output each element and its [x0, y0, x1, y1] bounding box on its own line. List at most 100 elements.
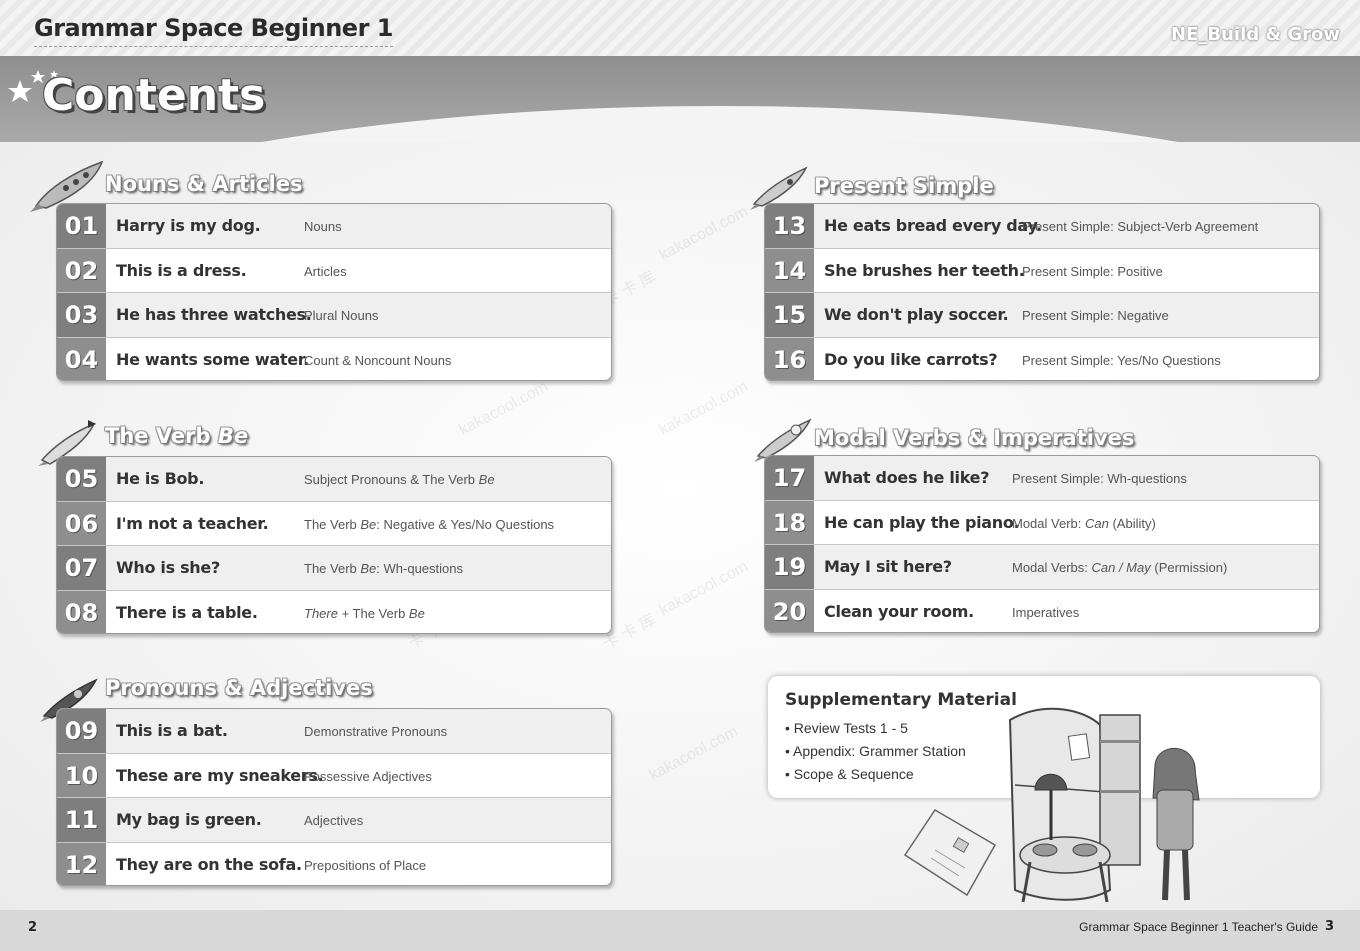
header-band: [0, 56, 1360, 142]
lesson-title: He wants some water.: [116, 349, 309, 369]
topic-emphasis: Be: [360, 516, 377, 532]
lesson-topic: Prepositions of Place: [304, 857, 427, 873]
lesson-number: 19: [765, 545, 814, 589]
lesson-topic: There + The Verb Be: [304, 591, 425, 634]
section-title-verb-be: The Verb Be: [105, 424, 248, 448]
table-icon: [1019, 836, 1111, 903]
lesson-row[interactable]: 02 This is a dress. Articles: [57, 248, 611, 293]
lesson-row[interactable]: 14 She brushes her teeth. Present Simple…: [765, 248, 1319, 293]
lesson-number: 08: [57, 590, 106, 633]
footer-guide-title: Grammar Space Beginner 1 Teacher's Guide: [1079, 920, 1318, 934]
lesson-row[interactable]: 08 There is a table. There + The Verb Be: [57, 590, 611, 634]
lesson-number: 12: [57, 842, 106, 885]
lesson-row[interactable]: 09 This is a bat. Demonstrative Pronouns: [57, 709, 611, 754]
lesson-title: Clean your room.: [824, 601, 974, 621]
topic-text: The Verb: [304, 561, 361, 576]
lesson-topic: Imperatives: [1012, 604, 1080, 620]
stars-icon: [8, 70, 58, 102]
lesson-topic: Count & Noncount Nouns: [304, 352, 452, 368]
rocket-icon: [30, 160, 104, 212]
lesson-topic: Present Simple: Subject-Verb Agreement: [1022, 219, 1259, 234]
section-title-pronouns-adjectives: Pronouns & Adjectives: [105, 676, 373, 700]
lesson-row[interactable]: 05 He is Bob. Subject Pronouns & The Ver…: [57, 457, 611, 502]
lesson-number: 20: [765, 589, 814, 632]
section-title-present-simple: Present Simple: [814, 174, 994, 198]
supplementary-item: • Scope & Sequence: [785, 766, 914, 782]
lesson-row[interactable]: 07 Who is she? The Verb Be: Wh-questions: [57, 546, 611, 591]
page-title: Contents: [42, 70, 266, 121]
lesson-title: He eats bread every day.: [824, 216, 1042, 235]
lesson-number: 03: [57, 293, 106, 337]
envelope-icon: [903, 808, 997, 897]
lesson-topic: The Verb Be: Negative & Yes/No Questions: [304, 502, 554, 548]
lesson-number: 17: [765, 456, 814, 500]
lesson-number: 18: [765, 500, 814, 544]
lesson-row[interactable]: 03 He has three watches. Plural Nouns: [57, 293, 611, 338]
lesson-row[interactable]: 13 He eats bread every day. Present Simp…: [765, 204, 1319, 249]
lesson-topic: Nouns: [304, 219, 342, 234]
lesson-row[interactable]: 01 Harry is my dog. Nouns: [57, 204, 611, 249]
lesson-title: She brushes her teeth.: [824, 260, 1025, 280]
lesson-number: 01: [57, 204, 106, 248]
lesson-topic: Present Simple: Yes/No Questions: [1022, 352, 1221, 368]
lesson-row[interactable]: 20 Clean your room. Imperatives: [765, 589, 1319, 632]
supplementary-title: Supplementary Material: [785, 690, 1017, 710]
lesson-list-verb-be: 05 He is Bob. Subject Pronouns & The Ver…: [56, 456, 612, 634]
lesson-topic: Present Simple: Wh-questions: [1012, 471, 1187, 486]
lesson-title: My bag is green.: [116, 810, 262, 829]
section-title-nouns-articles: Nouns & Articles: [105, 172, 303, 196]
lesson-row[interactable]: 11 My bag is green. Adjectives: [57, 798, 611, 843]
rocket-icon: [750, 166, 808, 210]
lesson-title: He can play the piano.: [824, 512, 1020, 532]
girl-icon: [1152, 747, 1200, 901]
book-title: Grammar Space Beginner 1: [34, 14, 393, 47]
lesson-title: These are my sneakers.: [116, 765, 324, 785]
lamp-icon: [1034, 773, 1068, 840]
lesson-row[interactable]: 06 I'm not a teacher. The Verb Be: Negat…: [57, 501, 611, 548]
lesson-title: They are on the sofa.: [116, 854, 302, 874]
lesson-title: Do you like carrots?: [824, 349, 998, 369]
topic-emphasis: There: [304, 605, 338, 621]
kitchen-illustration: [903, 707, 1200, 903]
lesson-topic: Possessive Adjectives: [304, 768, 432, 784]
lesson-topic: Present Simple: Positive: [1022, 263, 1163, 279]
topic-text: (Permission): [1150, 560, 1228, 575]
section-title-modal-verbs-imperatives: Modal Verbs & Imperatives: [814, 426, 1135, 450]
lesson-title: I'm not a teacher.: [116, 513, 269, 533]
topic-text: : Negative & Yes/No Questions: [376, 516, 555, 532]
rocket-icon: [754, 418, 812, 462]
lesson-number: 09: [57, 709, 106, 753]
lesson-row[interactable]: 19 May I sit here? Modal Verbs: Can / Ma…: [765, 545, 1319, 590]
topic-text: Subject Pronouns & The Verb: [304, 472, 479, 487]
lesson-topic: Articles: [304, 263, 347, 279]
lesson-number: 14: [765, 248, 814, 292]
lesson-row[interactable]: 16 Do you like carrots? Present Simple: …: [765, 337, 1319, 380]
topic-emphasis: Be: [408, 605, 425, 621]
lesson-row[interactable]: 18 He can play the piano. Modal Verb: Ca…: [765, 500, 1319, 547]
lesson-number: 10: [57, 753, 106, 797]
topic-text: (Ability): [1108, 515, 1156, 531]
lesson-title: There is a table.: [116, 602, 258, 622]
topic-text: The Verb: [304, 516, 361, 532]
lesson-row[interactable]: 17 What does he like? Present Simple: Wh…: [765, 456, 1319, 501]
lesson-list-modal-verbs: 17 What does he like? Present Simple: Wh…: [764, 455, 1320, 633]
topic-text: + The Verb: [337, 605, 409, 621]
lesson-row[interactable]: 04 He wants some water. Count & Noncount…: [57, 337, 611, 380]
lesson-title: He is Bob.: [116, 469, 205, 488]
lesson-topic: Demonstrative Pronouns: [304, 724, 448, 739]
topic-text: Modal Verb:: [1012, 515, 1085, 531]
lesson-topic: Modal Verb: Can (Ability): [1012, 501, 1156, 547]
lesson-row[interactable]: 12 They are on the sofa. Prepositions of…: [57, 842, 611, 885]
supplementary-item: • Review Tests 1 - 5: [785, 720, 908, 736]
lesson-topic: Adjectives: [304, 813, 364, 828]
lesson-list-pronouns-adjectives: 09 This is a bat. Demonstrative Pronouns…: [56, 708, 612, 886]
section-title-text: The Verb: [105, 424, 218, 448]
topic-emphasis: Be: [360, 561, 377, 576]
lesson-row[interactable]: 10 These are my sneakers. Possessive Adj…: [57, 753, 611, 798]
topic-emphasis: Can / May: [1091, 560, 1151, 575]
lesson-row[interactable]: 15 We don't play soccer. Present Simple:…: [765, 293, 1319, 338]
lesson-number: 06: [57, 501, 106, 545]
page-number-right: 3: [1324, 919, 1334, 934]
lesson-number: 15: [765, 293, 814, 337]
lesson-number: 07: [57, 546, 106, 590]
